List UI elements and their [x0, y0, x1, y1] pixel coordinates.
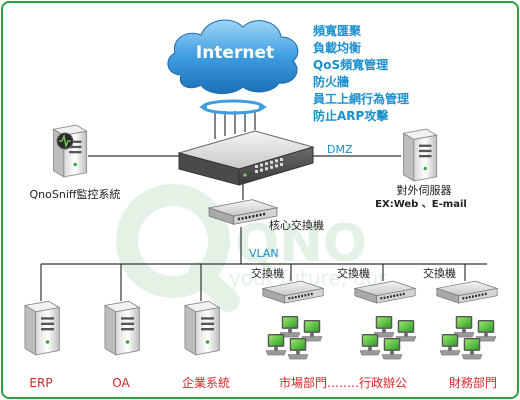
access-switch-label: 交換機 [251, 266, 284, 280]
enterprise-server [184, 300, 220, 356]
erp-server [24, 300, 60, 356]
feature-item: 負載均衡 [313, 40, 361, 55]
core-switch: 核心交換機 [208, 199, 324, 232]
gateway-router [177, 130, 315, 186]
access-switch-label: 交換機 [337, 266, 370, 280]
erp-label: ERP [29, 376, 52, 390]
qnosniff-server: QnoSniff監控系統 [30, 124, 121, 201]
oa-server [104, 300, 140, 356]
feature-item: QoS頻寬管理 [313, 57, 388, 72]
external-server-label: 對外伺服器 [397, 183, 452, 197]
external-server: 對外伺服器 EX:Web 、E-mail [375, 128, 467, 210]
cloud-label: Internet [196, 43, 274, 63]
feature-list: 頻寬匯聚 負載均衡 QoS頻寬管理 防火牆 員工上網行為管理 防止ARP攻擊 [312, 23, 409, 123]
access-switch: 交換機 [337, 266, 416, 304]
access-switch: 交換機 [423, 266, 498, 304]
vlan-label: VLAN [249, 247, 279, 260]
oa-label: OA [112, 376, 130, 390]
enterprise-label: 企業系統 [182, 375, 230, 390]
finance-label: 財務部門 [449, 375, 497, 390]
feature-item: 員工上網行為管理 [312, 91, 409, 106]
feature-item: 防止ARP攻擊 [313, 108, 389, 123]
internet-cloud: Internet [167, 19, 299, 115]
pc-cluster [359, 315, 417, 360]
department-range-label: 市場部門‥‥‥‥行政辦公 [279, 375, 407, 390]
access-switch: 交換機 [251, 266, 324, 304]
external-server-sub: EX:Web 、E-mail [375, 199, 467, 210]
feature-item: 頻寬匯聚 [313, 23, 362, 38]
connection-lines [40, 111, 487, 301]
core-switch-label: 核心交換機 [269, 218, 324, 232]
feature-item: 防火牆 [313, 74, 349, 89]
network-diagram: QNO your future, our... Internet [24, 19, 498, 390]
dmz-label: DMZ [327, 143, 353, 156]
access-switch-label: 交換機 [423, 266, 456, 280]
pc-cluster [265, 315, 323, 360]
monitor-label: QnoSniff監控系統 [30, 187, 121, 201]
pc-cluster [439, 315, 497, 360]
